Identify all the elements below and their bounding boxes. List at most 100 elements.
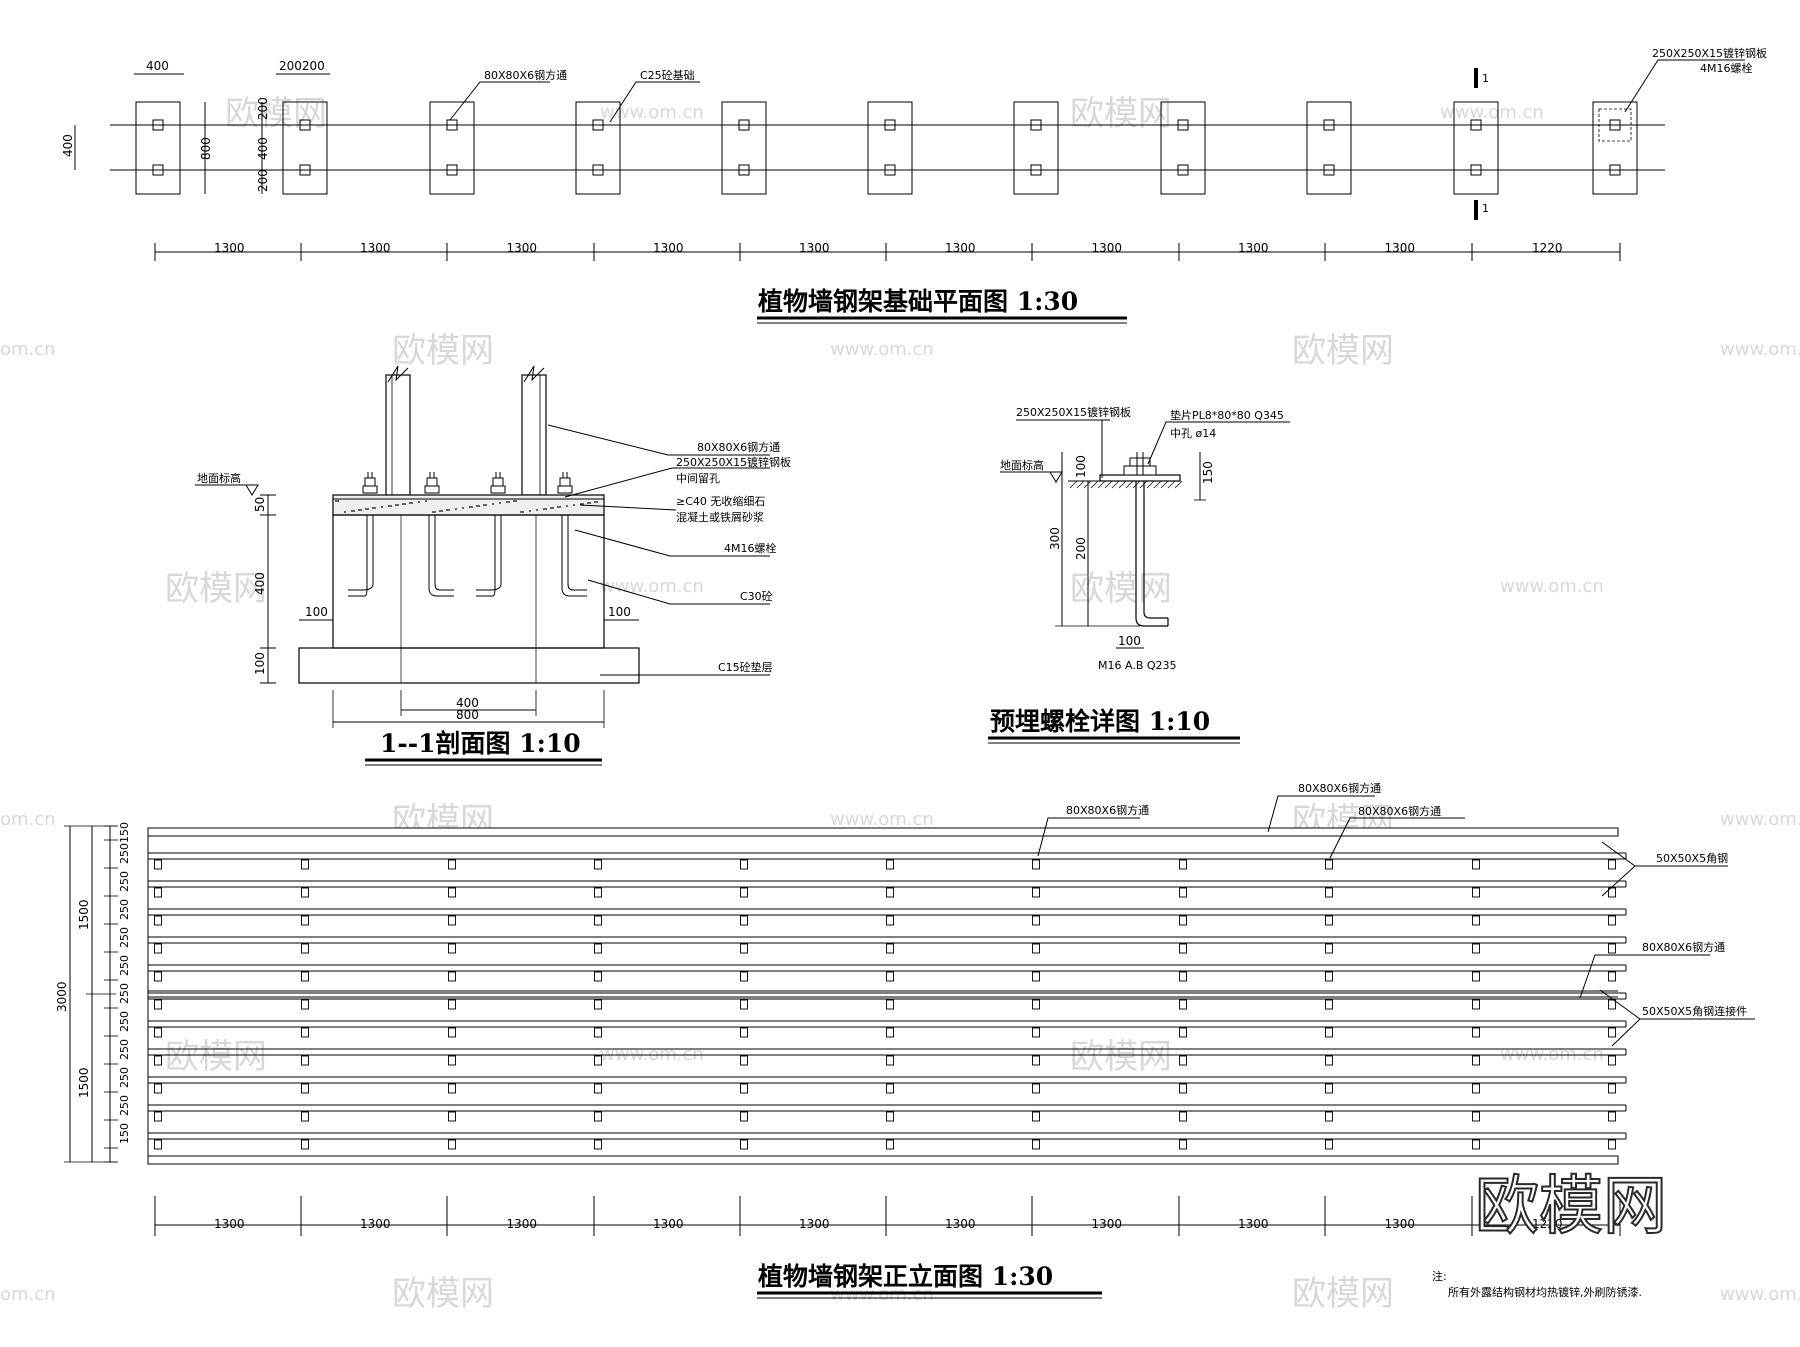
post-marker (1032, 915, 1040, 926)
post-marker (1032, 999, 1040, 1010)
post-marker (301, 1083, 309, 1094)
bolt-hook (428, 515, 454, 597)
watermark-url: om.cn (0, 1284, 56, 1305)
bolt-body (1135, 481, 1168, 627)
elev-leader (1329, 817, 1465, 859)
leader-base (609, 81, 700, 123)
post-marker (1472, 1139, 1480, 1150)
post-marker (740, 1055, 748, 1066)
post-marker (1325, 971, 1333, 982)
watermark-url: www.om.cn (1720, 339, 1800, 360)
section-label-tube: 80X80X6钢方通 (697, 440, 780, 454)
grout-dot (587, 502, 589, 504)
note-head: 注: (1432, 1269, 1447, 1283)
post-marker (740, 1139, 748, 1150)
elev-label-tube2: 80X80X6钢方通 (1298, 781, 1381, 795)
steel-column-right (521, 374, 547, 496)
footing-outline (1453, 101, 1499, 195)
elevation-frame (147, 827, 1627, 1165)
grout-dot (589, 502, 591, 504)
detail-washer (1123, 465, 1157, 476)
watermark-url: www.om.cn (600, 576, 704, 597)
elev-dim-label: 150 (118, 822, 131, 843)
detail-plate (1099, 474, 1181, 482)
post-marker (1032, 1083, 1040, 1094)
plan-spacing-label: 1300 (214, 241, 245, 255)
post-marker (1608, 1111, 1616, 1122)
bolt-dim-label: 200 (1074, 537, 1088, 560)
post-marker (154, 1139, 162, 1150)
ground-level-mark (1000, 471, 1063, 483)
post-marker (301, 1027, 309, 1038)
grout-dot (446, 509, 448, 511)
watermark-logo: 欧模网 (392, 1274, 494, 1314)
watermark-url: www.om.cn (1720, 1284, 1800, 1305)
elev-spacing-label: 1300 (1238, 1217, 1269, 1231)
post-marker (448, 859, 456, 870)
grout-dot (425, 500, 427, 502)
grout-dot (462, 507, 464, 509)
break-mark (523, 365, 545, 383)
hatch-line (1167, 480, 1176, 489)
watermark-url: www.om.cn (1720, 809, 1800, 830)
grout-dot (471, 506, 473, 508)
post-marker (886, 971, 894, 982)
elev-spacing-label: 1300 (945, 1217, 976, 1231)
grout-dot (448, 509, 450, 511)
post-marker (886, 859, 894, 870)
grout-dot (418, 501, 420, 503)
post-marker (1472, 859, 1480, 870)
grout-dot (594, 501, 596, 503)
post-marker (1179, 971, 1187, 982)
post-marker (1032, 943, 1040, 954)
post-marker (1179, 1083, 1187, 1094)
grout-dot (552, 507, 554, 509)
watermark-url: om.cn (0, 339, 56, 360)
elev-dim-label: 1500 (77, 899, 91, 930)
plan-spacing-label: 1300 (1092, 241, 1123, 255)
post-marker (1472, 887, 1480, 898)
post-marker (740, 1111, 748, 1122)
post-marker (1032, 971, 1040, 982)
bolt-nut (426, 477, 438, 487)
post-marker (886, 943, 894, 954)
section-label-ground: 地面标高 (197, 471, 241, 485)
plan-footings (135, 101, 1638, 195)
grout-dot (513, 500, 515, 502)
watermark-url: www.om.cn (600, 102, 704, 123)
watermark-url: www.om.cn (1440, 102, 1544, 123)
plan-dim-label: 400 (256, 137, 270, 160)
post-marker (154, 887, 162, 898)
elev-leader (1601, 865, 1636, 897)
grout-dot (395, 504, 397, 506)
elev-leader (1267, 795, 1375, 833)
hatch-line (1069, 480, 1078, 489)
post-marker (1608, 971, 1616, 982)
elev-dim-label: 250 (118, 1039, 131, 1060)
elev-leader (1037, 817, 1140, 857)
grout-dot (390, 505, 392, 507)
watermark-logo: 欧模网 (1070, 1037, 1172, 1077)
anchor-bolt-detail: 地面标高 100 300 200 150 100 M16 A.B Q235 25… (988, 405, 1290, 744)
elev-dim-label: 150 (118, 1123, 131, 1144)
grout-dot (360, 509, 362, 511)
post-marker (1179, 999, 1187, 1010)
post-marker (594, 971, 602, 982)
bolt-label-ground: 地面标高 (1000, 458, 1044, 472)
post-marker (301, 971, 309, 982)
post-marker (1325, 999, 1333, 1010)
post-marker (1325, 1055, 1333, 1066)
elev-label-tube3: 80X80X6钢方通 (1358, 804, 1441, 818)
post-marker (1472, 1111, 1480, 1122)
section-label-hole: 中间留孔 (676, 472, 720, 485)
post-marker (154, 943, 162, 954)
section-label-bolt: 4M16螺栓 (724, 541, 777, 555)
post-marker (886, 1055, 894, 1066)
grout-dot (557, 506, 559, 508)
post-marker (1472, 915, 1480, 926)
grout-dot (365, 508, 367, 510)
grout-dot (374, 507, 376, 509)
post-marker (448, 887, 456, 898)
